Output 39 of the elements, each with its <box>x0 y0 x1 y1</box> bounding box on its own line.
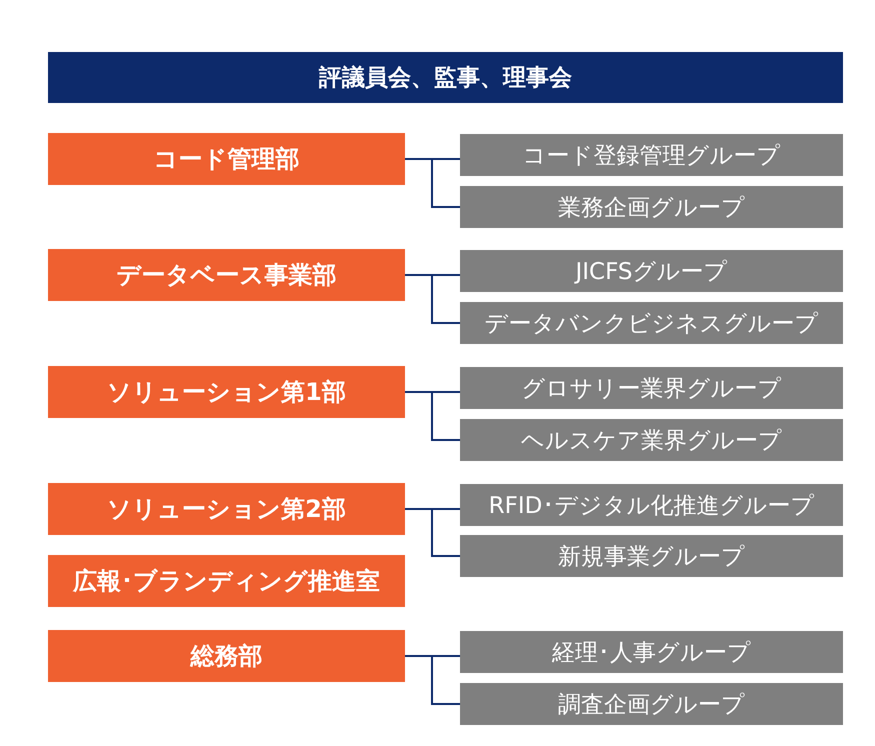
group-box <box>460 134 843 176</box>
group-name: 新規事業グループ <box>558 542 745 572</box>
header-bar <box>48 52 843 103</box>
connector-line <box>405 158 460 208</box>
connector-line <box>405 391 460 441</box>
group-box <box>460 484 843 526</box>
group-name: 業務企画グループ <box>558 194 745 222</box>
group-name: 調査企画グループ <box>558 690 745 720</box>
department-name: コード管理部 <box>154 144 300 175</box>
department-name: データベース事業部 <box>116 260 336 291</box>
group-name: データバンクビジネスグループ <box>484 310 818 338</box>
department-box <box>48 366 405 418</box>
connector-line <box>405 508 460 557</box>
group-box <box>460 367 843 409</box>
group-box <box>460 535 843 577</box>
department-name: ソリューション第1部 <box>107 377 346 408</box>
connector-line <box>405 274 460 324</box>
group-name: ヘルスケア業界グループ <box>521 426 782 456</box>
group-name: JICFSグループ <box>575 258 728 286</box>
group-name: グロサリー業界グループ <box>522 374 782 404</box>
group-box <box>460 683 843 725</box>
header-title: 評議員会、監事、理事会 <box>319 64 572 93</box>
department-name: 広報･ブランディング推進室 <box>73 566 380 597</box>
group-box <box>460 419 843 461</box>
group-name: コード登録管理グループ <box>522 142 780 170</box>
group-box <box>460 250 843 292</box>
department-name: 総務部 <box>190 641 262 672</box>
department-name: ソリューション第2部 <box>107 494 346 525</box>
department-box <box>48 133 405 185</box>
group-name: RFID･デジタル化推進グループ <box>488 492 814 520</box>
group-name: 経理･人事グループ <box>552 638 751 668</box>
connector-line <box>405 655 460 705</box>
group-box <box>460 302 843 344</box>
department-box <box>48 555 405 607</box>
group-box <box>460 186 843 228</box>
department-box <box>48 483 405 535</box>
department-box <box>48 630 405 682</box>
department-box <box>48 249 405 301</box>
group-box <box>460 631 843 673</box>
